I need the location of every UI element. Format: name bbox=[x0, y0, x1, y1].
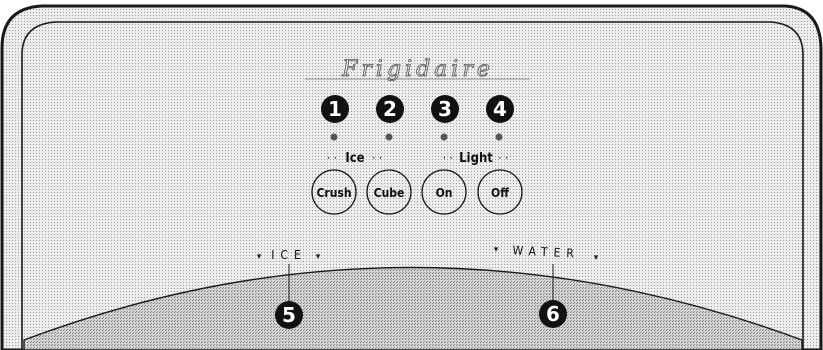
svg-text:▾: ▾ bbox=[594, 253, 599, 263]
dots-light-left: · · bbox=[443, 151, 453, 165]
indicator-light-on bbox=[440, 133, 448, 141]
callout-5: 5 bbox=[275, 301, 303, 329]
svg-text:3: 3 bbox=[438, 97, 452, 121]
svg-text:ICE: ICE bbox=[271, 248, 307, 262]
svg-text:Crush: Crush bbox=[316, 186, 351, 200]
dots-ice-left: · · bbox=[327, 151, 337, 165]
water-dispenser-label: ▾ WATER ▾ bbox=[494, 243, 599, 263]
callout-4: 4 bbox=[486, 95, 514, 123]
svg-text:2: 2 bbox=[383, 97, 397, 121]
indicator-light-off bbox=[495, 133, 503, 141]
svg-text:5: 5 bbox=[282, 303, 296, 327]
callout-3: 3 bbox=[431, 95, 459, 123]
light-off-button[interactable]: Off bbox=[477, 169, 523, 215]
svg-text:▾: ▾ bbox=[316, 252, 321, 262]
svg-text:▾: ▾ bbox=[494, 245, 499, 255]
svg-text:1: 1 bbox=[328, 97, 342, 121]
svg-text:On: On bbox=[436, 186, 453, 200]
dispenser-recess bbox=[23, 266, 803, 350]
panel-bezel bbox=[21, 21, 804, 350]
light-on-button[interactable]: On bbox=[421, 169, 467, 215]
brand-logo: Frigidaire bbox=[341, 57, 494, 82]
dots-light-right: · · bbox=[498, 151, 508, 165]
indicator-light-cube bbox=[385, 133, 393, 141]
group-label-light: Light bbox=[459, 151, 493, 166]
svg-text:Cube: Cube bbox=[374, 186, 405, 200]
svg-text:4: 4 bbox=[493, 97, 507, 121]
callout-6: 6 bbox=[539, 300, 567, 328]
svg-text:▾: ▾ bbox=[257, 252, 262, 262]
callout-2: 2 bbox=[376, 95, 404, 123]
cube-button[interactable]: Cube bbox=[366, 169, 412, 215]
crush-button[interactable]: Crush bbox=[311, 169, 357, 215]
ice-dispenser-label: ▾ ICE ▾ bbox=[257, 248, 321, 262]
svg-text:6: 6 bbox=[546, 302, 560, 326]
indicator-light-crush bbox=[330, 133, 338, 141]
svg-text:Off: Off bbox=[491, 186, 509, 200]
dots-ice-right: · · bbox=[372, 151, 382, 165]
callout-1: 1 bbox=[321, 95, 349, 123]
svg-text:WATER: WATER bbox=[512, 243, 580, 261]
group-label-ice: Ice bbox=[345, 151, 364, 166]
